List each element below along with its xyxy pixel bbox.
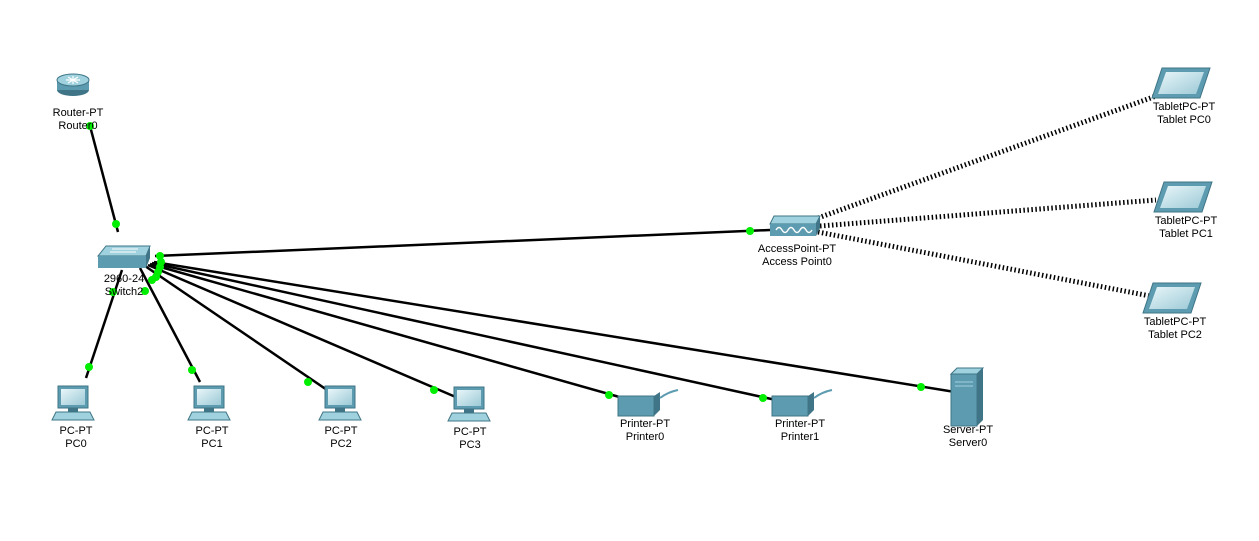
ethernet-link[interactable] xyxy=(151,261,786,404)
tablet-icon[interactable] xyxy=(1151,67,1211,99)
link-status-dot xyxy=(304,378,312,386)
device-name: Printer1 xyxy=(780,431,820,443)
device-name: PC2 xyxy=(330,438,352,450)
link-status-dot xyxy=(157,258,165,266)
ethernet-link[interactable] xyxy=(88,125,120,233)
device-label-tablet0: TabletPC-PT Tablet PC0 xyxy=(1153,101,1215,127)
printer-icon[interactable] xyxy=(771,389,833,417)
link-status-dot xyxy=(85,363,93,371)
pc-icon[interactable] xyxy=(318,385,362,421)
device-name: Tablet PC1 xyxy=(1159,228,1213,240)
device-model: TabletPC-PT xyxy=(1154,215,1218,227)
ethernet-link[interactable] xyxy=(138,267,202,383)
device-model: TabletPC-PT xyxy=(1152,101,1216,113)
device-model: 2960-24 xyxy=(103,273,145,285)
pc-icon[interactable] xyxy=(187,385,231,421)
device-name: Tablet PC0 xyxy=(1157,114,1211,126)
device-name: Printer0 xyxy=(625,431,665,443)
device-model: Printer-PT xyxy=(774,418,826,430)
router-icon[interactable] xyxy=(56,73,90,96)
device-name: Router0 xyxy=(58,120,98,132)
device-label-printer0: Printer-PT Printer0 xyxy=(620,418,670,444)
switch-icon[interactable] xyxy=(96,245,151,268)
device-label-pc1: PC-PT PC1 xyxy=(196,425,229,451)
ethernet-link[interactable] xyxy=(144,264,331,394)
device-model: PC-PT xyxy=(324,425,358,437)
device-label-tablet2: TabletPC-PT Tablet PC2 xyxy=(1144,316,1206,342)
devices-layer xyxy=(51,67,1213,427)
link-status-dot xyxy=(156,252,164,260)
server-icon[interactable] xyxy=(949,367,985,427)
pc-icon[interactable] xyxy=(447,386,491,422)
tablet-icon[interactable] xyxy=(1142,282,1202,314)
wireless-link[interactable] xyxy=(817,93,1157,221)
link-status-layer xyxy=(85,122,925,402)
device-name: Server0 xyxy=(948,437,988,449)
link-status-dot xyxy=(917,383,925,391)
pc-icon[interactable] xyxy=(51,385,95,421)
device-model: PC-PT xyxy=(59,425,93,437)
tablet-icon[interactable] xyxy=(1153,181,1213,213)
device-name: Switch2 xyxy=(104,286,144,298)
device-label-pc2: PC-PT PC2 xyxy=(325,425,358,451)
ethernet-link[interactable] xyxy=(84,269,124,379)
printer-icon[interactable] xyxy=(617,389,679,417)
link-status-dot xyxy=(746,227,754,235)
device-name: PC3 xyxy=(459,439,481,451)
link-status-dot xyxy=(605,391,613,399)
link-status-dot xyxy=(141,287,149,295)
device-name: PC1 xyxy=(201,438,223,450)
wireless-link[interactable] xyxy=(819,197,1157,229)
device-model: TabletPC-PT xyxy=(1143,316,1207,328)
device-model: AccessPoint-PT xyxy=(757,243,837,255)
device-label-switch2: 2960-24 Switch2 xyxy=(104,273,144,299)
access-point-icon[interactable] xyxy=(769,215,821,236)
link-status-dot xyxy=(112,220,120,228)
device-model: Server-PT xyxy=(942,424,994,436)
links-layer xyxy=(84,93,1157,404)
ethernet-link[interactable] xyxy=(149,262,631,402)
device-label-tablet1: TabletPC-PT Tablet PC1 xyxy=(1155,215,1217,241)
device-name: Tablet PC2 xyxy=(1148,329,1202,341)
ethernet-link[interactable] xyxy=(147,263,459,400)
link-status-dot xyxy=(430,386,438,394)
device-label-printer1: Printer-PT Printer1 xyxy=(775,418,825,444)
device-label-pc0: PC-PT PC0 xyxy=(60,425,93,451)
link-status-dot xyxy=(188,366,196,374)
wireless-link[interactable] xyxy=(817,229,1151,299)
link-status-dot xyxy=(86,122,94,130)
device-model: PC-PT xyxy=(453,426,487,438)
ethernet-link[interactable] xyxy=(153,260,956,394)
link-status-dot xyxy=(759,394,767,402)
device-model: Printer-PT xyxy=(619,418,671,430)
device-label-pc3: PC-PT PC3 xyxy=(454,426,487,452)
ethernet-link[interactable] xyxy=(154,228,771,258)
device-model: PC-PT xyxy=(195,425,229,437)
device-label-server0: Server-PT Server0 xyxy=(943,424,993,450)
device-name: PC0 xyxy=(65,438,87,450)
device-model: Router-PT xyxy=(52,107,104,119)
device-name: Access Point0 xyxy=(762,256,832,268)
link-status-dot xyxy=(109,288,117,296)
device-label-ap0: AccessPoint-PT Access Point0 xyxy=(758,243,836,269)
device-label-router0: Router-PT Router0 xyxy=(53,107,104,133)
